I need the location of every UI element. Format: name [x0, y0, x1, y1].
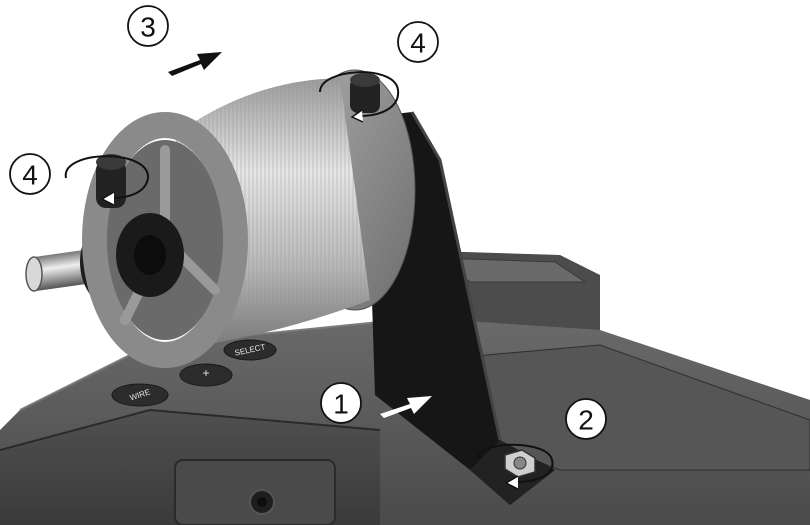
wire-button[interactable]: WIRE: [111, 383, 169, 407]
step-number: 4: [410, 28, 426, 59]
rotate-arrow-icon: [64, 155, 150, 206]
plus-button-label: +: [202, 366, 209, 380]
step-callout-3: 3: [127, 5, 169, 47]
step-number: 3: [140, 12, 156, 43]
control-buttons: SELECT + WIRE: [111, 339, 277, 407]
arrow-right-icon: [168, 52, 222, 76]
rotate-arrow-icon: [319, 71, 400, 123]
step-callout-1: 1: [320, 382, 362, 424]
step-number: 1: [333, 389, 349, 420]
step-callout-2: 2: [565, 398, 607, 440]
step-number: 4: [22, 160, 38, 191]
step-callout-4-left: 4: [9, 153, 51, 195]
wire-spool: [25, 69, 416, 368]
spool-knob-back: [350, 78, 380, 113]
step-callout-4-top: 4: [397, 21, 439, 63]
arrow-right-icon: [380, 396, 432, 418]
select-button[interactable]: SELECT: [223, 339, 277, 361]
rotate-arrow-icon: [477, 443, 554, 490]
spool-knob-front: [96, 160, 126, 208]
hex-nut-icon: [504, 449, 536, 478]
step-number: 2: [578, 405, 594, 436]
plus-button[interactable]: +: [179, 363, 233, 387]
